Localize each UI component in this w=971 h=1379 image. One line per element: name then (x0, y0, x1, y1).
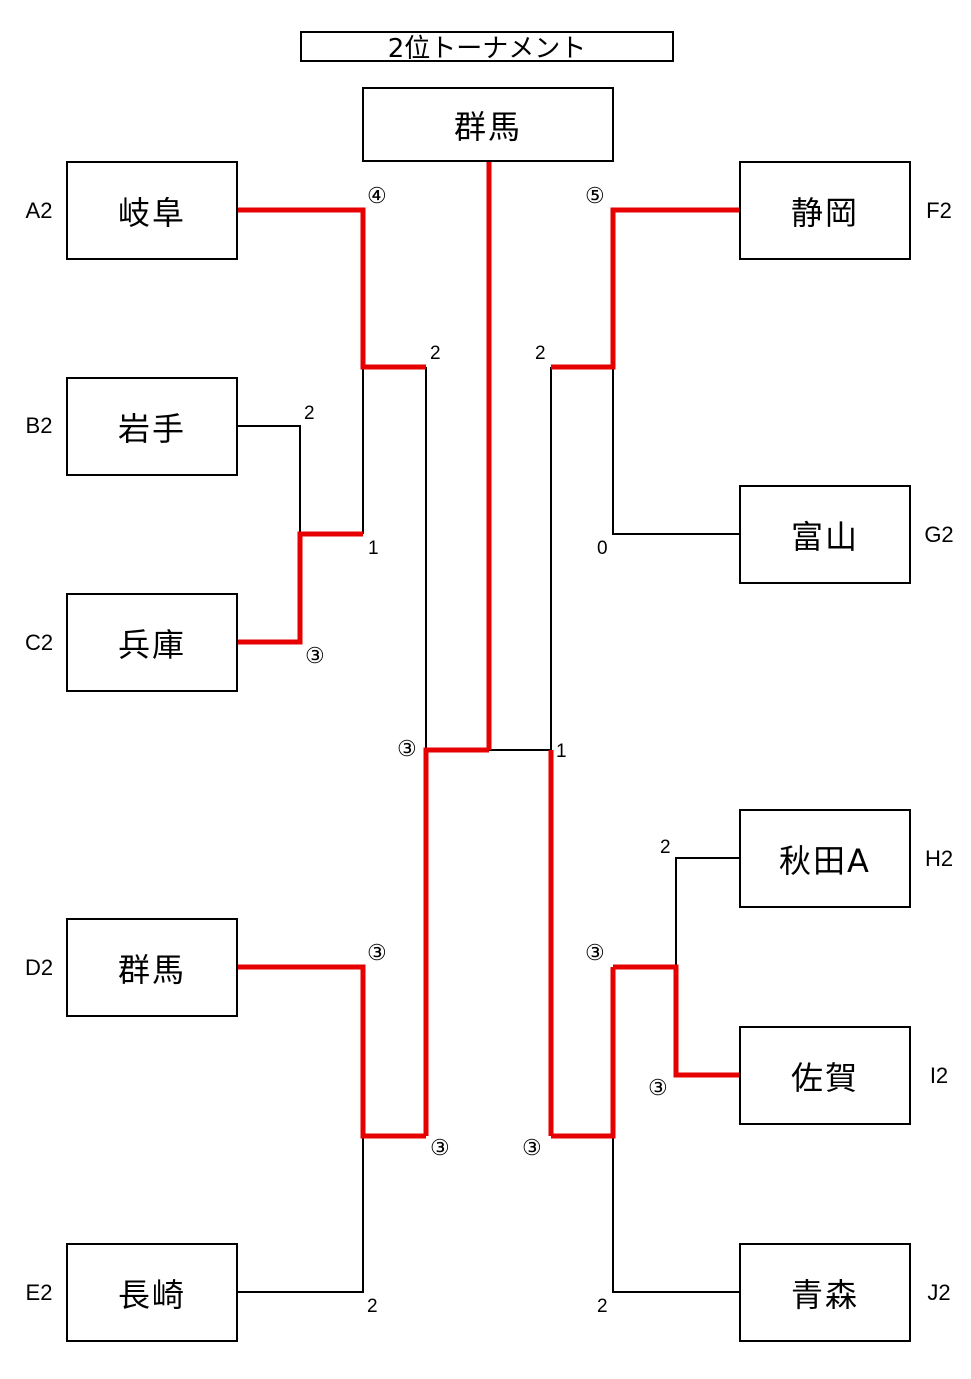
team-box-d2: 群馬 (66, 918, 238, 1017)
score-sf2-bottom: ③ (522, 1135, 542, 1160)
line-h-branch (675, 857, 739, 967)
score-h-vs-i-i: ③ (648, 1075, 668, 1100)
team-box-h2: 秋田A (739, 809, 911, 908)
seed-label-g2: G2 (924, 522, 954, 547)
score-sf1-bottom: ③ (430, 1135, 450, 1160)
line-g-branch (612, 367, 739, 535)
team-box-b2: 岩手 (66, 377, 238, 476)
team-box-f2: 静岡 (739, 161, 911, 260)
tournament-title: 2位トーナメント (300, 31, 674, 64)
line-hi-win (551, 967, 616, 1139)
score-sf1-top: 2 (430, 343, 441, 364)
seed-label-f2: F2 (926, 198, 952, 223)
line-j-branch (612, 1136, 739, 1293)
champion-box: 群馬 (362, 87, 614, 162)
seed-label-a2: A2 (25, 198, 53, 223)
score-hi-vs-j-hi: ③ (585, 940, 605, 965)
team-box-j2: 青森 (739, 1243, 911, 1342)
line-d-sf1-win (423, 747, 489, 1136)
seed-label-c2: C2 (24, 630, 54, 655)
score-d-vs-e-d: ③ (367, 940, 387, 965)
score-hi-vs-j-j: 2 (597, 1296, 608, 1317)
score-f-vs-g-f: ⑤ (585, 183, 605, 208)
line-final-right (489, 367, 552, 751)
seed-label-i2: I2 (929, 1063, 949, 1088)
seed-label-b2: B2 (25, 413, 53, 438)
score-final-left: ③ (397, 736, 417, 761)
team-box-a2: 岐阜 (66, 161, 238, 260)
team-box-e2: 長崎 (66, 1243, 238, 1342)
seed-label-h2: H2 (924, 846, 954, 871)
score-f-vs-g-g: 0 (597, 538, 608, 559)
seed-label-j2: J2 (927, 1280, 951, 1305)
score-a-vs-bc-a: ④ (367, 183, 387, 208)
team-box-g2: 富山 (739, 485, 911, 584)
team-box-i2: 佐賀 (739, 1026, 911, 1125)
seed-label-d2: D2 (24, 955, 54, 980)
team-box-c2: 兵庫 (66, 593, 238, 692)
line-e-branch (237, 1136, 364, 1293)
score-sf2-top: 2 (535, 343, 546, 364)
score-h-vs-i-h: 2 (660, 837, 671, 858)
line-b-branch (237, 425, 301, 534)
line-i-win (613, 964, 739, 1078)
score-b-vs-c-b: 2 (304, 403, 315, 424)
score-final-right: 1 (556, 741, 567, 762)
score-d-vs-e-e: 2 (367, 1296, 378, 1317)
score-b-vs-c-c: ③ (305, 643, 325, 668)
line-a-win (237, 207, 426, 370)
line-d-win (237, 964, 426, 1139)
line-c-win (237, 531, 363, 645)
score-a-vs-bc-bc: 1 (368, 538, 379, 559)
line-f-win (551, 207, 739, 370)
seed-label-e2: E2 (25, 1280, 53, 1305)
